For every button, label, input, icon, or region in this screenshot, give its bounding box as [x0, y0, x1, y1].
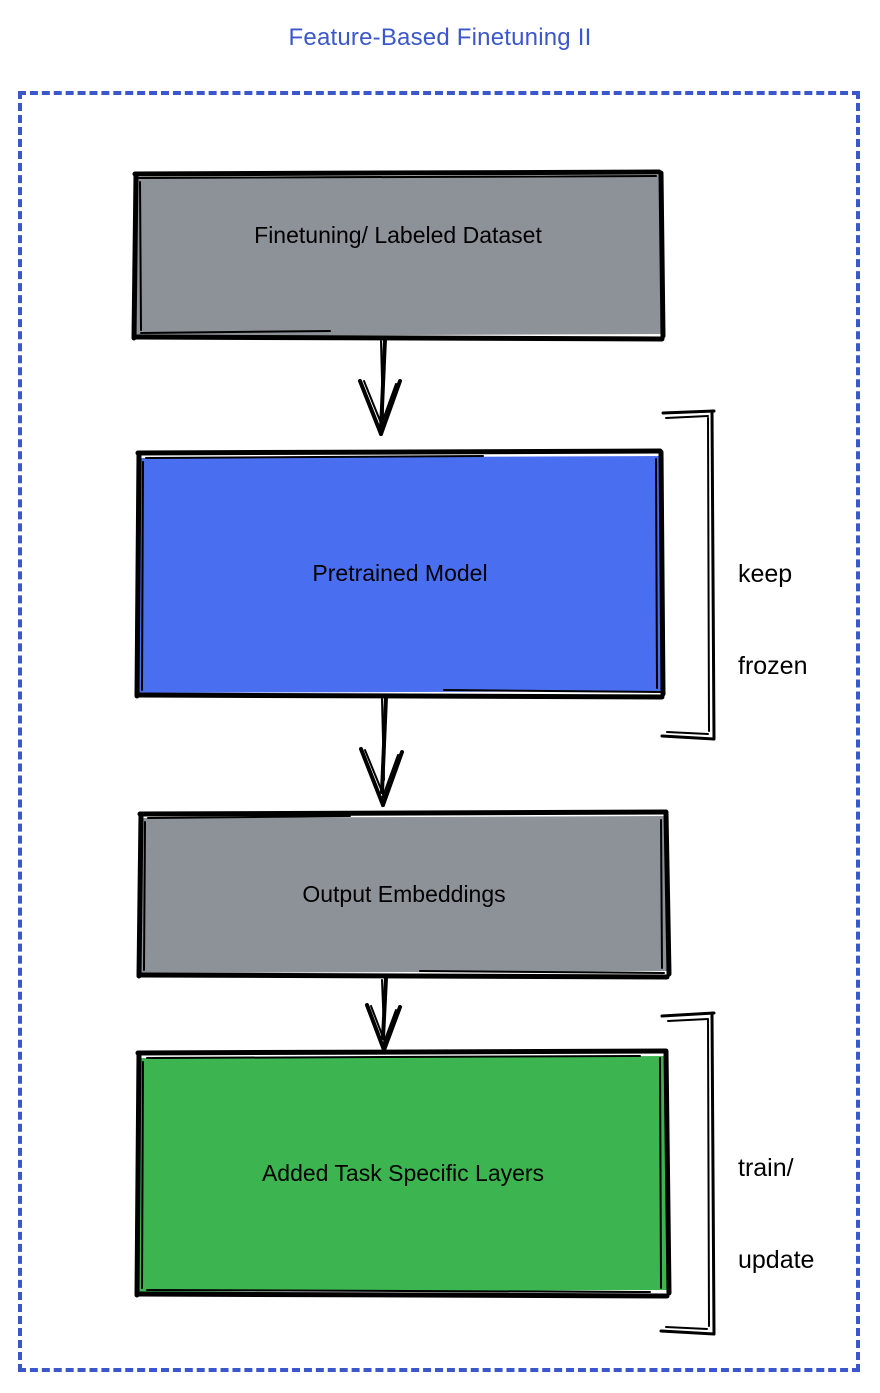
sketch-stroke-bottom — [135, 1291, 670, 1299]
sketch-stroke-right — [658, 449, 666, 697]
annotation-keep-frozen-line2: frozen — [738, 651, 808, 680]
sketch-stroke-left2 — [139, 181, 142, 331]
sketch-stroke-left — [134, 1051, 142, 1298]
page-title: Feature-Based Finetuning II — [288, 24, 592, 51]
annotation-keep-frozen: keep frozen — [738, 498, 807, 742]
sketch-stroke-right — [663, 1049, 672, 1296]
sketch-stroke-right2 — [655, 458, 658, 689]
sketch-stroke-top — [132, 169, 662, 177]
sketch-stroke-bottom2 — [146, 1289, 651, 1293]
node-finetuning-dataset-fill — [136, 175, 662, 336]
annotation-train-update-line1: train/ — [738, 1154, 794, 1182]
sketch-stroke-bottom — [133, 334, 665, 342]
sketch-stroke-left2 — [143, 821, 146, 971]
sketch-stroke-left — [136, 812, 144, 979]
sketch-stroke-top2 — [145, 455, 484, 459]
edge-arrow-1 — [358, 337, 402, 436]
bracket-train-update — [659, 1011, 716, 1336]
node-pretrained-model-fill — [139, 456, 662, 693]
sketch-stroke-left — [134, 451, 142, 699]
node-task-specific-layers[interactable] — [134, 1048, 672, 1299]
sketch-stroke-left2 — [141, 1061, 144, 1289]
node-pretrained-model[interactable] — [134, 448, 666, 700]
node-output-embeddings[interactable] — [136, 809, 672, 980]
annotation-keep-frozen-line1: keep — [738, 560, 793, 588]
annotation-train-update: train/ update — [738, 1092, 814, 1336]
sketch-stroke-bottom2 — [140, 330, 331, 334]
bracket-keep-frozen — [660, 409, 716, 741]
sketch-stroke-top — [137, 809, 669, 817]
sketch-stroke-bottom — [137, 972, 670, 980]
sketch-stroke-bottom — [135, 692, 665, 700]
node-task-specific-layers-fill — [139, 1056, 668, 1292]
sketch-stroke-top — [135, 448, 663, 456]
sketch-stroke-right2 — [659, 1057, 662, 1289]
annotation-train-update-line2: update — [738, 1245, 815, 1274]
sketch-stroke-top2 — [147, 815, 351, 819]
sketch-stroke-left2 — [141, 461, 144, 691]
node-output-embeddings-fill — [141, 816, 668, 973]
sketch-stroke-top2 — [138, 175, 657, 179]
sketch-stroke-right — [663, 810, 672, 977]
sketch-stroke-bottom2 — [419, 970, 665, 974]
sketch-stroke-top2 — [146, 1055, 641, 1059]
sketch-stroke-right2 — [660, 819, 663, 969]
sketch-stroke-left — [131, 172, 139, 341]
sketch-stroke-right — [658, 170, 666, 339]
edge-arrow-2 — [359, 695, 404, 807]
node-finetuning-dataset[interactable] — [131, 169, 666, 342]
edge-arrow-3 — [365, 976, 402, 1052]
sketch-stroke-top — [135, 1048, 669, 1056]
sketch-stroke-bottom2 — [443, 689, 661, 693]
